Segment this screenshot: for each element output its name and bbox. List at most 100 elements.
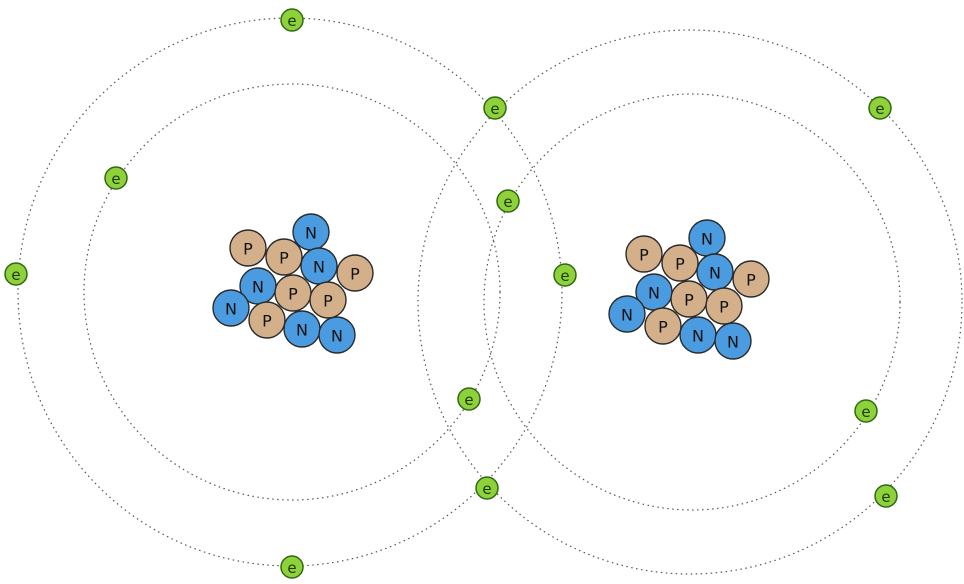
neutron-circle — [318, 316, 356, 354]
neutron: N — [608, 295, 646, 333]
proton-label: P — [746, 271, 756, 290]
electron: e — [868, 96, 892, 120]
electron: e — [475, 476, 499, 500]
neutron-label: N — [621, 306, 633, 325]
electron: e — [280, 8, 304, 32]
proton-label: P — [323, 292, 333, 311]
proton: P — [274, 274, 312, 312]
proton-circle — [229, 229, 267, 267]
electron-label: e — [111, 170, 120, 188]
electron-circle — [483, 96, 507, 120]
electron: e — [104, 166, 128, 190]
neutron: N — [300, 247, 338, 285]
proton: P — [336, 254, 374, 292]
proton-label: P — [243, 240, 253, 259]
proton-circle — [644, 307, 682, 345]
electron: e — [553, 263, 577, 287]
electron: e — [854, 399, 878, 423]
electron-circle — [475, 476, 499, 500]
left-atom-inner-orbit — [83, 83, 501, 501]
proton-circle — [625, 235, 663, 273]
neutron-label: N — [709, 264, 721, 283]
electron-circle — [496, 189, 520, 213]
neutron-label: N — [727, 333, 739, 352]
proton-circle — [309, 281, 347, 319]
proton-circle — [705, 287, 743, 325]
neutron-label: N — [252, 278, 264, 297]
proton-label: P — [350, 265, 360, 284]
neutron-label: N — [331, 327, 343, 346]
neutron: N — [212, 289, 250, 327]
electron-circle — [4, 262, 28, 286]
proton: P — [229, 229, 267, 267]
proton: P — [661, 244, 699, 282]
neutron-label: N — [296, 321, 308, 340]
neutron-label: N — [305, 224, 317, 243]
electron-label: e — [287, 559, 296, 577]
electron: e — [4, 262, 28, 286]
proton-circle — [265, 238, 303, 276]
electron-label: e — [11, 266, 20, 284]
neutron-label: N — [225, 300, 237, 319]
electron-circle — [553, 263, 577, 287]
electron-label: e — [875, 100, 884, 118]
proton-label: P — [719, 298, 729, 317]
proton: P — [732, 260, 770, 298]
electron: e — [457, 387, 481, 411]
proton: P — [265, 238, 303, 276]
neutron-circle — [212, 289, 250, 327]
neutron-label: N — [648, 284, 660, 303]
electron-circle — [854, 399, 878, 423]
electron-layer: e e e e e e e e e e e e — [4, 8, 898, 579]
proton-label: P — [262, 312, 272, 331]
right-atom-outer-orbit — [417, 29, 963, 575]
neutron: N — [714, 322, 752, 360]
neutron: N — [318, 316, 356, 354]
electron-label: e — [482, 480, 491, 498]
neutron-circle — [608, 295, 646, 333]
right-atom-inner-orbit — [483, 93, 901, 511]
electron: e — [483, 96, 507, 120]
proton: P — [309, 281, 347, 319]
neutron-label: N — [692, 327, 704, 346]
proton-label: P — [639, 246, 649, 265]
electron-circle — [874, 484, 898, 508]
neutron: N — [292, 213, 330, 251]
electron-circle — [280, 555, 304, 579]
neutron: N — [679, 316, 717, 354]
proton: P — [705, 287, 743, 325]
electron-label: e — [861, 403, 870, 421]
electron: e — [874, 484, 898, 508]
neutron-label: N — [313, 258, 325, 277]
electron-circle — [104, 166, 128, 190]
electron: e — [280, 555, 304, 579]
electron-label: e — [490, 100, 499, 118]
neutron: N — [688, 219, 726, 257]
electron: e — [496, 189, 520, 213]
proton-label: P — [279, 249, 289, 268]
neutron: N — [283, 310, 321, 348]
neutron-circle — [714, 322, 752, 360]
electron-circle — [280, 8, 304, 32]
neutron-label: N — [701, 230, 713, 249]
proton-label: P — [658, 318, 668, 337]
proton: P — [625, 235, 663, 273]
proton: P — [644, 307, 682, 345]
proton-label: P — [675, 255, 685, 274]
electron-label: e — [287, 12, 296, 30]
proton-circle — [661, 244, 699, 282]
electron-label: e — [560, 267, 569, 285]
electron-circle — [868, 96, 892, 120]
proton: P — [248, 301, 286, 339]
neutron: N — [696, 253, 734, 291]
proton-circle — [248, 301, 286, 339]
proton-label: P — [684, 291, 694, 310]
electron-label: e — [503, 193, 512, 211]
proton-label: P — [288, 285, 298, 304]
proton-circle — [336, 254, 374, 292]
electron-circle — [457, 387, 481, 411]
